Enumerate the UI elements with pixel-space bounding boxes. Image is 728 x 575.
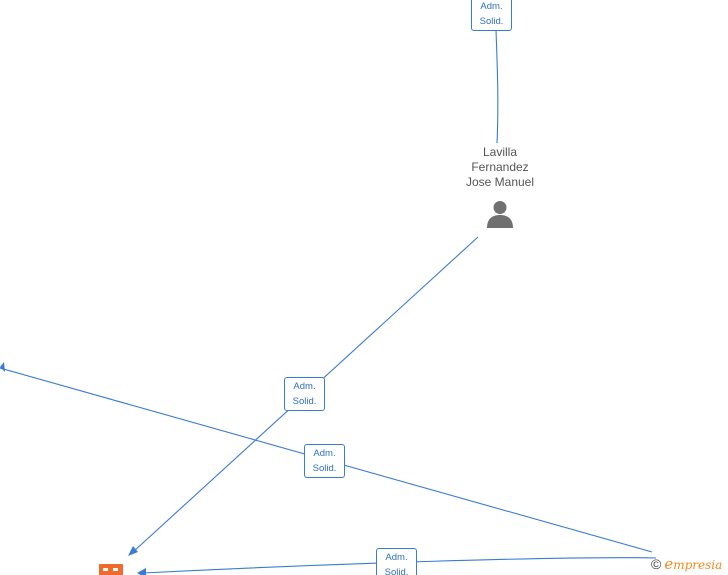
edge-label-role-line: Solid. bbox=[384, 566, 409, 575]
brand-logo-text: mpresia bbox=[673, 558, 723, 572]
person-icon bbox=[487, 201, 513, 228]
arrowhead-company-top bbox=[128, 546, 138, 556]
brand-logo-initial: e bbox=[664, 555, 674, 573]
person-node[interactable]: Lavilla Fernandez Jose Manuel bbox=[452, 145, 548, 229]
edge-top-to-person bbox=[495, 29, 499, 144]
arrowhead-company-right bbox=[137, 568, 146, 575]
edge-label-role-line: Solid. bbox=[479, 15, 504, 27]
person-name-line: Lavilla bbox=[482, 145, 518, 159]
edge-label-top[interactable]: Adm. Solid. bbox=[471, 0, 512, 31]
copyright-symbol: © bbox=[651, 556, 662, 572]
edge-label-role-line: Adm. bbox=[293, 381, 316, 392]
edge-label-person-to-company[interactable]: Adm. Solid. bbox=[284, 377, 325, 411]
edge-label-role-line: Adm. bbox=[385, 552, 408, 563]
edge-bottom-right-to-company bbox=[142, 557, 657, 574]
copyright-brand: ©empresia bbox=[651, 555, 722, 573]
person-name-line: Jose Manuel bbox=[465, 175, 535, 189]
edge-label-role-line: Adm. bbox=[480, 1, 503, 12]
edge-label-bottom-right-to-company[interactable]: Adm. Solid. bbox=[376, 548, 417, 575]
edge-label-left-to-bottom-right[interactable]: Adm. Solid. bbox=[304, 444, 345, 478]
arrowhead-left-edge bbox=[0, 362, 5, 372]
edge-label-role-line: Solid. bbox=[292, 395, 317, 407]
person-name-line: Fernandez bbox=[471, 160, 529, 174]
edge-label-role-line: Adm. bbox=[313, 448, 336, 459]
building-icon[interactable] bbox=[99, 564, 123, 575]
edge-label-role-line: Solid. bbox=[312, 462, 337, 474]
